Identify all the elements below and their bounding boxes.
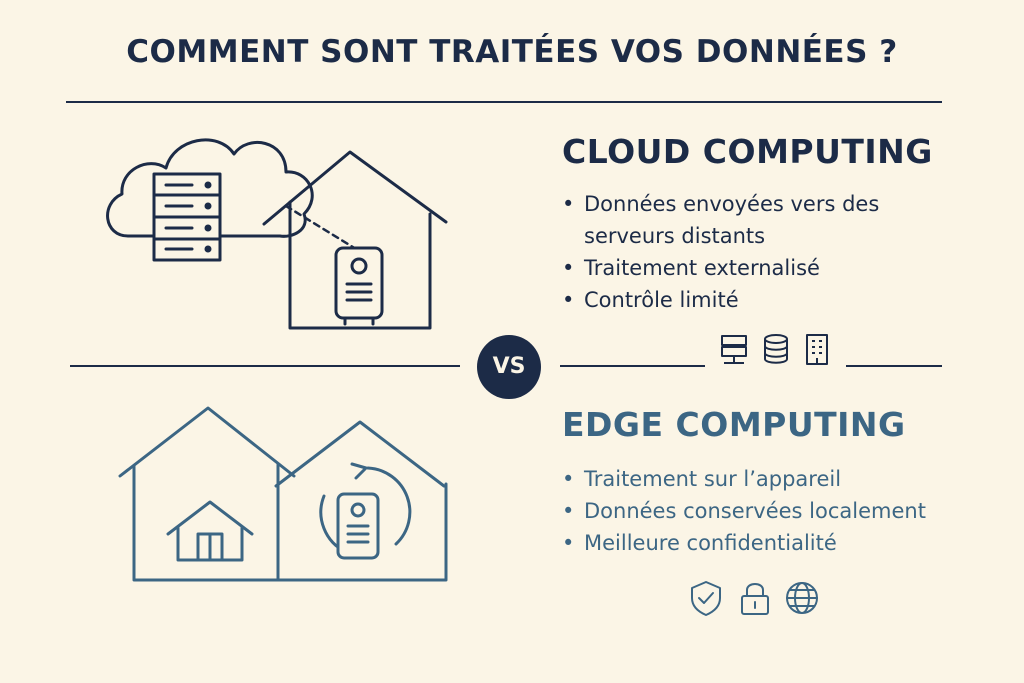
local-device-icon xyxy=(334,246,384,326)
divider-right-line-2 xyxy=(846,365,942,367)
list-item: Données conservées localement xyxy=(562,495,982,527)
server-rack-icon xyxy=(152,172,222,262)
cloud-icon xyxy=(106,138,314,238)
shield-check-icon xyxy=(691,581,721,616)
connection-line xyxy=(284,204,363,254)
divider-right-line-1 xyxy=(560,365,705,367)
list-item: Données envoyées vers des serveurs dista… xyxy=(562,188,892,252)
page-title: COMMENT SONT TRAITÉES VOS DONNÉES ? xyxy=(126,34,898,70)
title-underline xyxy=(66,101,942,103)
edge-houses-illustration xyxy=(118,406,448,582)
padlock-icon xyxy=(741,583,769,615)
cloud-house-illustration xyxy=(106,138,448,330)
vs-badge: VS xyxy=(477,335,541,399)
house-outline xyxy=(118,406,448,582)
cloud-bullet-list: Données envoyées vers des serveurs dista… xyxy=(562,188,892,316)
home-icon xyxy=(166,500,254,562)
edge-section-title: EDGE COMPUTING xyxy=(562,405,906,444)
list-item: Traitement sur l’appareil xyxy=(562,463,982,495)
list-item: Traitement externalisé xyxy=(562,252,892,284)
database-icon xyxy=(764,334,788,364)
house-outline xyxy=(262,150,448,330)
divider-left-line xyxy=(70,365,460,367)
cloud-icon-row xyxy=(721,334,828,365)
cloud-section-title: CLOUD COMPUTING xyxy=(562,132,933,171)
building-icon xyxy=(806,334,828,365)
edge-icon-row xyxy=(691,581,818,616)
list-item: Contrôle limité xyxy=(562,284,892,316)
local-processing-icon xyxy=(319,462,412,560)
edge-bullet-list: Traitement sur l’appareil Données conser… xyxy=(562,463,982,559)
globe-icon xyxy=(786,582,818,614)
list-item: Meilleure confidentialité xyxy=(562,527,982,559)
network-server-icon xyxy=(721,335,747,364)
